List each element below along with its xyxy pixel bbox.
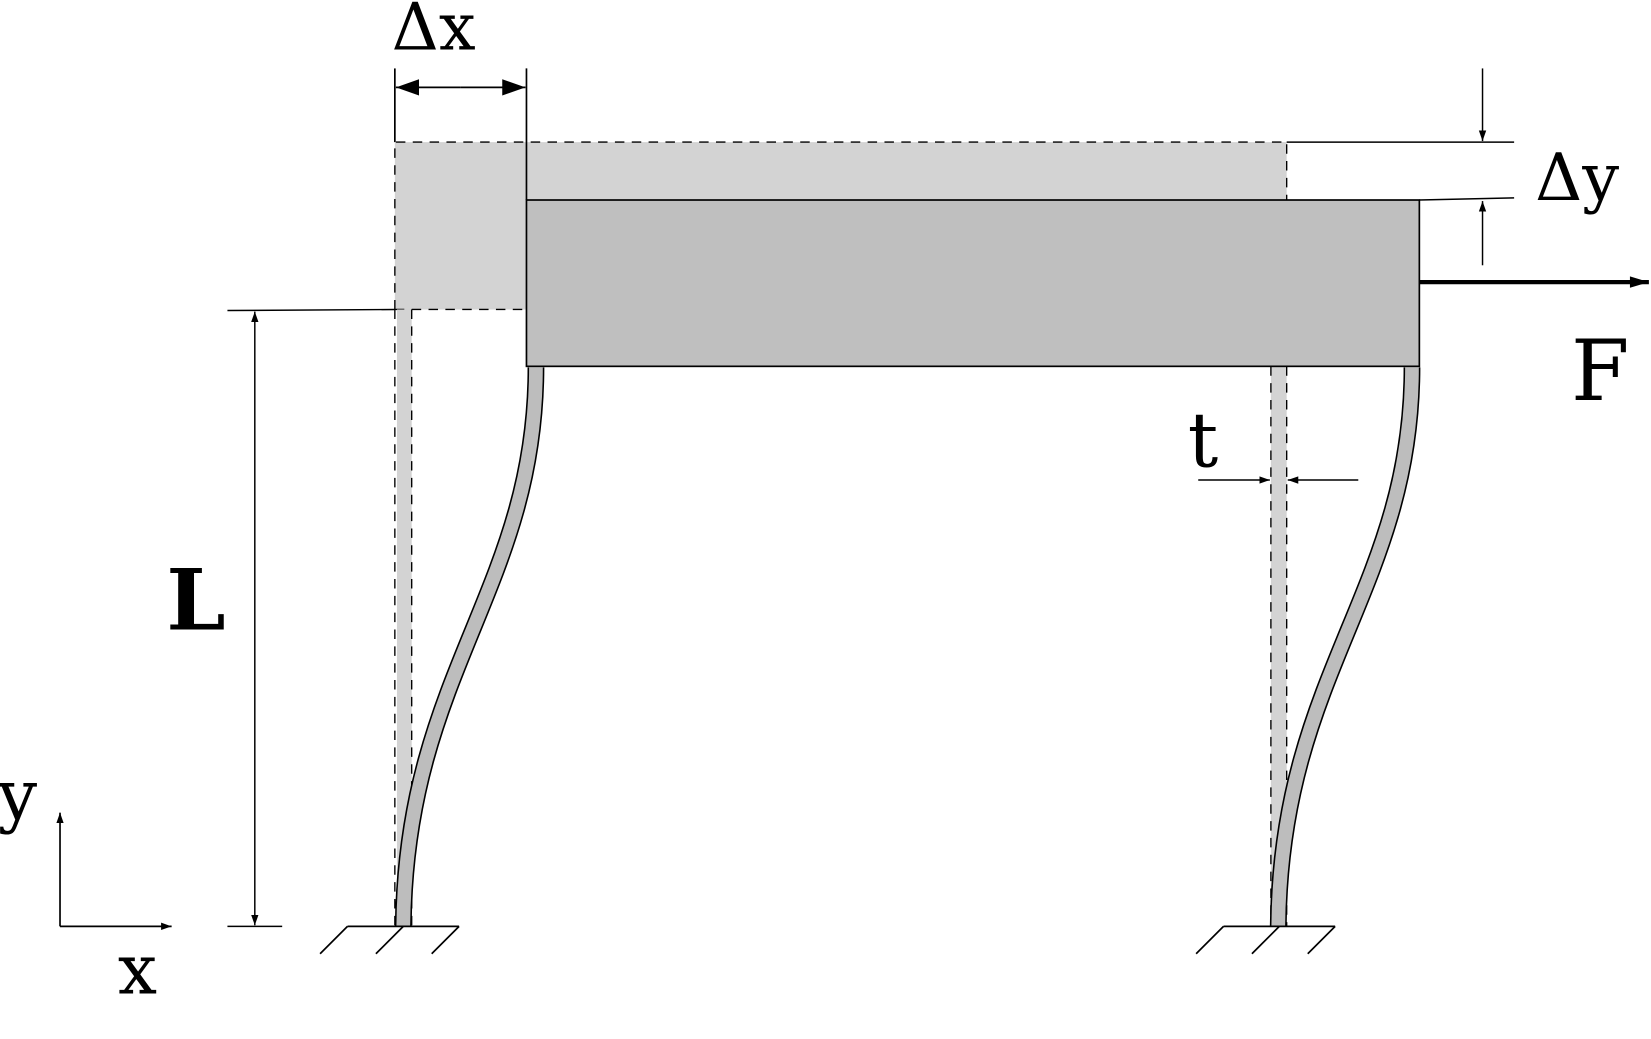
dy-label: Δy [1535, 140, 1619, 216]
length-label: L [166, 551, 225, 650]
length-dimension [227, 308, 395, 928]
deformed-right-leg [1269, 367, 1421, 927]
coordinate-axes [56, 812, 172, 931]
thickness-label: t [1188, 396, 1218, 484]
dx-dimension [394, 68, 528, 201]
axis-x-label: x [118, 931, 157, 1011]
undeformed-left-leg [394, 309, 413, 927]
undeformed-right-leg [1270, 366, 1288, 927]
force-label: F [1571, 322, 1629, 420]
left-ground-support [319, 925, 460, 955]
dy-dimension [1286, 68, 1515, 266]
deformed-left-leg [394, 367, 545, 927]
axis-y-label: y [0, 756, 38, 836]
right-ground-support [1195, 925, 1336, 955]
dx-label: Δx [392, 0, 476, 65]
deformed-block [525, 199, 1421, 368]
